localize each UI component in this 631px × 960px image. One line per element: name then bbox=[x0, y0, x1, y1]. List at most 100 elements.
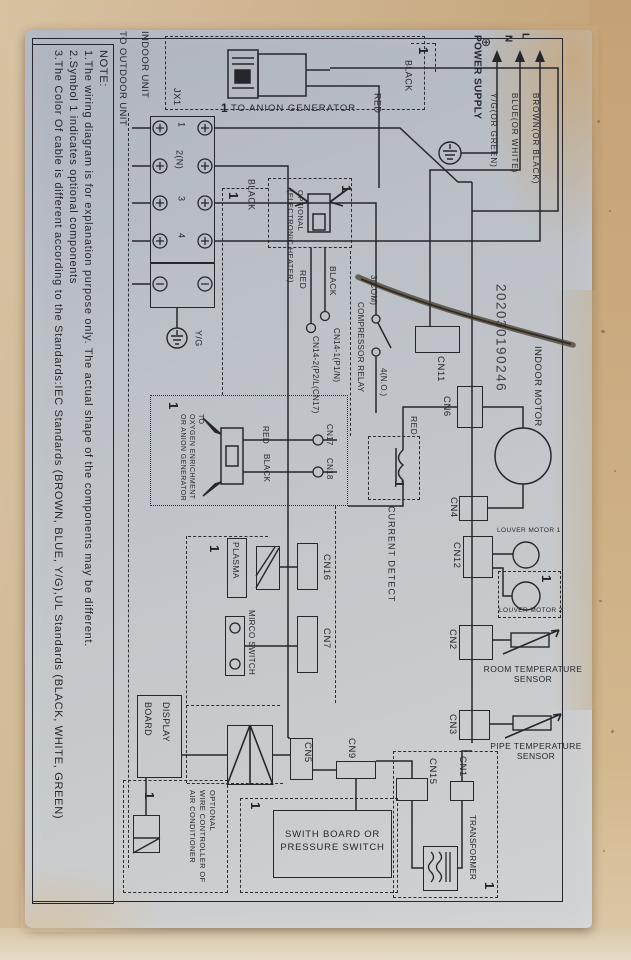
power-arrow-icons bbox=[492, 50, 545, 62]
optional-symbol-current: 1 bbox=[391, 480, 407, 488]
wires-group bbox=[132, 60, 559, 869]
power-earth-symbol: ⊕ bbox=[481, 35, 492, 49]
cn15-cn1-wires bbox=[376, 750, 472, 869]
terminal-block-ground bbox=[150, 263, 215, 308]
power-neutral-label: N bbox=[502, 35, 514, 43]
wire-controller-label: OPTIONAL WIRE CONTROLLER OF AIR CONDITIO… bbox=[188, 790, 217, 883]
ground-terminal-icon bbox=[166, 327, 188, 349]
optional-corner-h bbox=[411, 43, 435, 44]
compressor-com-label: 3(COM) bbox=[369, 275, 379, 306]
transformer-symbol-box bbox=[423, 846, 458, 891]
optional-corner-v bbox=[435, 43, 436, 72]
notes-text: NOTE: 1.The wiring diagram is for explan… bbox=[52, 50, 109, 820]
wire-row1-bus bbox=[215, 127, 473, 743]
optional-symbol-top-right: 1 bbox=[415, 47, 431, 55]
cn3-label: CN3 bbox=[446, 714, 458, 735]
display-wires bbox=[145, 754, 290, 815]
cn5-box bbox=[290, 738, 313, 780]
black-label-heater: BLACK bbox=[327, 266, 338, 296]
wire-row4-brown bbox=[215, 60, 541, 242]
controller-crossed-box bbox=[133, 815, 160, 853]
cn18-label: CN18 bbox=[325, 458, 335, 480]
heater-plug-icon bbox=[288, 187, 350, 233]
room-sensor-label: ROOM TEMPERATURE SENSOR bbox=[483, 664, 583, 684]
indoor-motor-icon bbox=[494, 427, 552, 485]
terminal-pin-1: 1 bbox=[176, 122, 187, 128]
red-label-oxygen: RED bbox=[261, 426, 271, 445]
red-label-heater: RED bbox=[297, 270, 308, 290]
pipe-sensor-label: PIPE TEMPERATURE SENSOR bbox=[490, 741, 582, 761]
red-label-anion: RED bbox=[372, 93, 383, 114]
black-label-oxygen: BLACK bbox=[262, 454, 272, 483]
louver2-box bbox=[498, 571, 561, 618]
pipe-thermistor-icon bbox=[504, 713, 562, 739]
relay-contact-icons bbox=[229, 310, 381, 670]
cn7-box bbox=[297, 616, 318, 673]
cn17-label: CN17 bbox=[325, 424, 335, 446]
board-edge-left-lower bbox=[186, 536, 187, 783]
cn4-box bbox=[459, 496, 488, 521]
board-edge-right-upper bbox=[350, 251, 351, 436]
cn7-label: CN7 bbox=[320, 628, 332, 649]
plasma-box bbox=[227, 538, 247, 598]
cn15-box bbox=[396, 778, 428, 801]
board-edge-bottom bbox=[187, 783, 283, 784]
heater-wires bbox=[310, 248, 326, 323]
oxygen-plug-icon bbox=[202, 417, 244, 497]
serial-number: 202030190246 bbox=[493, 284, 509, 393]
power-supply-label: POWER SUPPLY bbox=[471, 35, 483, 120]
optional-symbol-controller: 1 bbox=[141, 792, 157, 800]
cn3-box bbox=[459, 710, 490, 740]
indoor-motor-label: INDOOR MOTOR bbox=[531, 346, 543, 427]
wiring-svg bbox=[132, 49, 576, 883]
board-edge-top bbox=[222, 188, 268, 189]
terminal-pin-3: 3 bbox=[176, 196, 187, 202]
wire-blue bbox=[429, 60, 521, 326]
note-box bbox=[32, 44, 114, 904]
louver-wires bbox=[493, 553, 513, 597]
micro-switch-label: MIRCO SWITCH bbox=[247, 610, 257, 676]
cn11-label: CN11 bbox=[434, 356, 446, 382]
screw-icons bbox=[152, 120, 213, 292]
ground-power-icon bbox=[438, 141, 462, 165]
crossed-connector-icon bbox=[226, 724, 274, 786]
cn5-label: CN5 bbox=[301, 742, 313, 763]
terminal-block bbox=[150, 116, 215, 263]
wire-row3-relay bbox=[215, 202, 377, 413]
room-thermistor-icon bbox=[502, 629, 560, 655]
black-label-board: BLACK bbox=[246, 179, 257, 211]
cn2-label: CN2 bbox=[446, 629, 458, 650]
cn16-box bbox=[297, 543, 318, 590]
anion-connector-icon bbox=[227, 49, 307, 99]
cn4-label: CN4 bbox=[447, 497, 459, 518]
cn9-wires bbox=[313, 769, 357, 810]
louver2-label: LOUVER MOTOR 2 bbox=[499, 607, 563, 614]
optional-symbol-louver2: 1 bbox=[538, 575, 554, 583]
cn9-label: CN9 bbox=[345, 738, 357, 759]
power-wire-yg: Y/G(OR GREEN) bbox=[489, 93, 499, 168]
indoor-unit-label: INDOOR UNIT bbox=[138, 31, 150, 99]
wiring-diagram-label: NOTE: 1.The wiring diagram is for explan… bbox=[21, 26, 598, 932]
terminal-stubs bbox=[132, 127, 150, 285]
compressor-no-label: 4(N.O.) bbox=[379, 368, 389, 397]
red-label-current: RED bbox=[408, 416, 419, 436]
cn16-label: CN16 bbox=[320, 554, 332, 581]
board-edge-mid2 bbox=[186, 705, 280, 706]
outdoor-unit-label: TO OUTDOOR UNIT bbox=[116, 31, 128, 127]
cn2-box bbox=[459, 625, 493, 660]
anion-generator-label: TO ANION GENERATOR bbox=[231, 103, 357, 114]
power-line-label: L bbox=[519, 33, 531, 40]
board-edge-mid1 bbox=[188, 536, 268, 537]
cn12-label: CN12 bbox=[450, 542, 462, 569]
heater-box bbox=[268, 178, 352, 248]
anion-generator-box bbox=[165, 36, 425, 110]
wire-controller-box bbox=[123, 780, 228, 893]
switch-board-dashed bbox=[240, 798, 398, 893]
transformer-label: TRANSFORMER bbox=[468, 815, 478, 881]
heater-plug2-label: CN14-2(P2/L(CN17) bbox=[311, 336, 321, 414]
terminal-pin-4: 4 bbox=[176, 233, 187, 239]
cn1-box bbox=[450, 781, 474, 801]
cn11-box bbox=[415, 326, 460, 353]
switch-board-label: SWITH BOARD OR PRESSURE SWITCH bbox=[280, 829, 385, 853]
cn6-motor-wire bbox=[483, 406, 524, 509]
